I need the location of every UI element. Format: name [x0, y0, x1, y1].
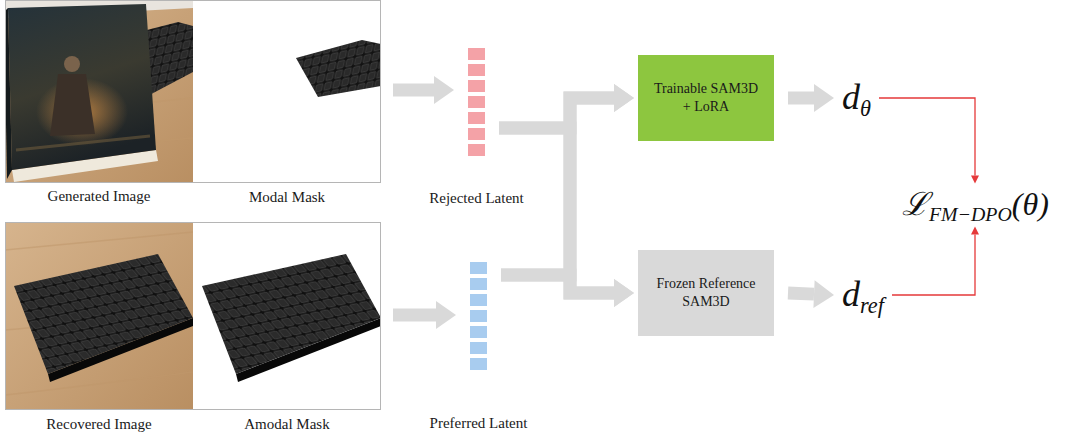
symbol: ℒ — [902, 186, 929, 222]
wood-grain — [5, 232, 193, 395]
generated-photo — [5, 0, 193, 183]
subscript: θ — [860, 96, 871, 121]
connector-line — [499, 128, 614, 293]
output-symbol: dθ — [842, 78, 871, 118]
text-line: + LoRA — [654, 98, 758, 116]
math-symbol: dref — [842, 275, 884, 315]
latent-cell — [470, 310, 487, 322]
connector-line — [393, 309, 436, 322]
flow-arrow — [788, 84, 834, 112]
flow-arrow — [393, 301, 456, 329]
arrowhead — [971, 175, 979, 183]
image-caption: Amodal Mask — [244, 416, 329, 433]
latent-cell — [470, 342, 487, 354]
connector-line — [393, 84, 434, 97]
latent-cell — [470, 278, 487, 290]
subscript: ref — [860, 293, 884, 318]
arrowhead — [614, 279, 634, 307]
mask-panel: Modal Mask — [193, 0, 381, 183]
subscript: FM−DPO — [929, 203, 1012, 225]
book-spine — [5, 8, 12, 179]
text-line: SAM3D — [656, 293, 755, 311]
text-line: Trainable SAM3D — [654, 80, 758, 98]
image-panel: Recovered Image — [5, 222, 193, 410]
modal-mask-image — [193, 0, 381, 183]
image-frame — [6, 223, 381, 410]
cover-figure-body — [50, 74, 95, 136]
visible-keyboard-part — [296, 40, 381, 97]
connector-line — [879, 98, 975, 175]
cover-figure-head — [64, 56, 80, 72]
image-caption: Recovered Image — [46, 416, 151, 433]
image-caption: Generated Image — [48, 188, 151, 205]
latent-cell — [468, 96, 485, 108]
mask-ground — [193, 0, 381, 183]
amodal-mask-image — [193, 222, 381, 410]
math-symbol: dθ — [842, 78, 871, 118]
model-box: Frozen Reference SAM3D — [638, 250, 774, 336]
connector-line — [788, 293, 814, 294]
connector-line — [501, 98, 614, 275]
latent-cell — [470, 326, 487, 338]
flow-arrow — [788, 280, 834, 308]
latent-cell — [470, 358, 487, 370]
flow-arrow — [501, 84, 634, 275]
latent-cell — [468, 128, 485, 140]
symbol: d — [842, 77, 860, 117]
flow-arrow — [501, 275, 634, 307]
model-label: Frozen Reference SAM3D — [656, 275, 755, 311]
arrowhead — [434, 76, 454, 104]
full-keyboard — [202, 254, 381, 374]
book-cover — [8, 4, 156, 170]
latent-caption: Preferred Latent — [430, 415, 528, 432]
model-box: Trainable SAM3D + LoRA — [638, 55, 774, 141]
recovered-photo — [5, 222, 193, 410]
arrowhead — [814, 84, 834, 112]
loss-formula: ℒFM−DPO(θ) — [902, 187, 1049, 222]
arrowhead — [436, 301, 456, 329]
latent-cell — [470, 262, 487, 274]
arrowhead — [614, 279, 634, 307]
latent-cell — [468, 144, 485, 156]
arrowhead — [614, 84, 634, 112]
loss-connector — [892, 227, 979, 295]
connector-line — [788, 92, 814, 105]
latent-cell — [468, 112, 485, 124]
latent-vector: Rejected Latent — [468, 48, 485, 156]
loss-connector — [879, 98, 979, 183]
flow-arrow — [393, 76, 454, 104]
latent-vector: Preferred Latent — [470, 262, 487, 370]
latent-cell — [468, 80, 485, 92]
keyboard — [14, 254, 193, 374]
model-label: Trainable SAM3D + LoRA — [654, 80, 758, 116]
image-frame — [6, 1, 381, 183]
arrowhead — [813, 280, 834, 308]
table — [5, 222, 193, 410]
wall — [5, 0, 193, 183]
symbol: d — [842, 274, 860, 314]
latent-cell — [468, 64, 485, 76]
symbol: (θ) — [1012, 186, 1049, 222]
text-line: Frozen Reference — [656, 275, 755, 293]
cover-band — [16, 136, 150, 150]
connector-line — [892, 235, 975, 295]
image-panel: Generated Image — [5, 0, 193, 183]
connector-line — [501, 275, 614, 293]
math-formula: ℒFM−DPO(θ) — [902, 187, 1049, 222]
image-caption: Modal Mask — [249, 189, 325, 206]
mask-panel: Amodal Mask — [193, 222, 381, 410]
arrowhead — [971, 227, 979, 235]
arrowhead — [614, 84, 634, 112]
latent-cell — [470, 294, 487, 306]
latent-cell — [468, 48, 485, 60]
latent-caption: Rejected Latent — [429, 190, 524, 207]
mask-ground — [193, 222, 381, 410]
output-symbol: dref — [842, 275, 884, 315]
